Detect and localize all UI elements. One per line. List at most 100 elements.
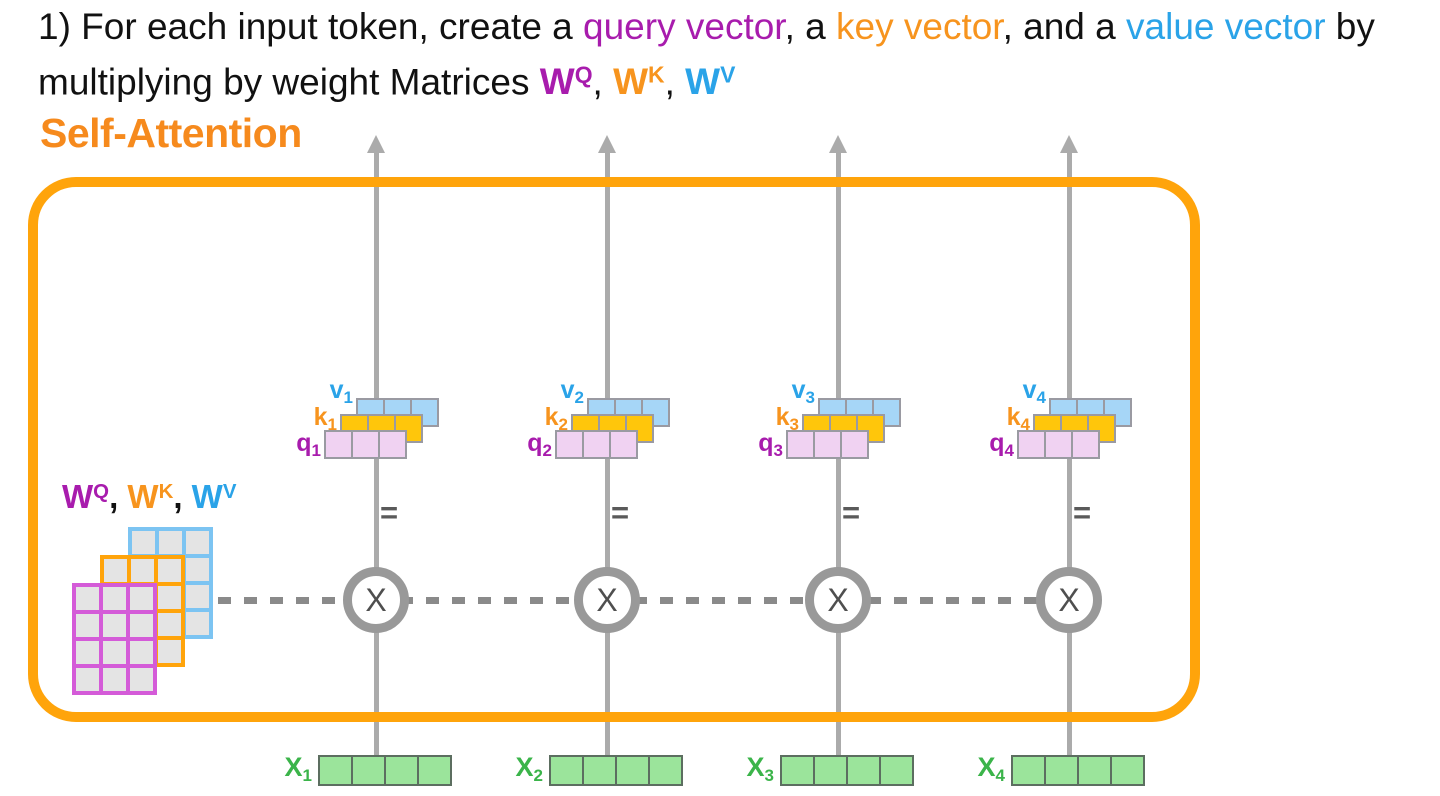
multiply-symbol: X: [827, 581, 849, 618]
vector-cell: [1071, 430, 1100, 459]
input-cell: [648, 755, 683, 786]
matrix-cell: [103, 641, 126, 664]
matrix-cell: [186, 585, 209, 608]
q1-vector-row: [324, 430, 407, 459]
matrix-cell: [76, 668, 99, 691]
qkv-stack-2: v2 k2 q2: [517, 376, 707, 470]
vector-cell: [856, 414, 885, 443]
multiply-circle-4: X: [1036, 567, 1102, 633]
wq-matrix-label: WQ: [62, 478, 110, 515]
column3-arrow-head: [829, 135, 847, 153]
v2-label: v2: [560, 376, 584, 407]
multiply-symbol: X: [596, 581, 618, 618]
input-cell: [582, 755, 617, 786]
q4-vector-row: [1017, 430, 1100, 459]
input-cell: [1044, 755, 1079, 786]
q3-label: q3: [758, 429, 783, 460]
x1-label: X1: [284, 752, 312, 785]
vector-cell: [641, 398, 670, 427]
wq-title-label: WQ: [539, 61, 593, 103]
title-text-4: by multiplying by weight Matrices: [38, 6, 1375, 103]
vector-cell: [351, 430, 380, 459]
matrix-cell: [130, 641, 153, 664]
input-cell: [1110, 755, 1145, 786]
k4-label: k4: [1006, 403, 1030, 434]
q2-label: q2: [527, 429, 552, 460]
q1-label: q1: [296, 429, 321, 460]
input-cell: [549, 755, 584, 786]
matrix-cell: [158, 640, 181, 663]
v3-label: v3: [791, 376, 815, 407]
title-comma-1: ,: [592, 61, 614, 103]
matrix-cell: [76, 587, 99, 610]
input-cell: [615, 755, 650, 786]
wv-matrix-label: WV: [191, 478, 237, 515]
weight-matrices-label: WQ, WK, WV: [62, 478, 236, 516]
qkv-stack-1: v1 k1 q1: [286, 376, 476, 470]
input-cell: [1077, 755, 1112, 786]
input-cell: [879, 755, 914, 786]
value-vector-text: value vector: [1126, 6, 1326, 47]
vector-cell: [1017, 430, 1046, 459]
self-attention-box: [28, 177, 1200, 722]
input-cell: [846, 755, 881, 786]
x1-input-vector: [318, 755, 452, 786]
equals-sign-2: =: [611, 495, 630, 530]
key-vector-text: key vector: [836, 6, 1003, 47]
multiply-symbol: X: [365, 581, 387, 618]
matrix-cell: [158, 586, 181, 609]
qkv-stack-4: v4 k4 q4: [979, 376, 1169, 470]
q2-vector-row: [555, 430, 638, 459]
vector-cell: [582, 430, 611, 459]
matrix-cell: [130, 587, 153, 610]
multiply-dashed-line: [218, 597, 1069, 604]
matrix-cell: [76, 614, 99, 637]
wv-title-label: WV: [685, 61, 736, 103]
x3-label: X3: [746, 752, 774, 785]
query-vector-text: query vector: [583, 6, 785, 47]
multiply-circle-2: X: [574, 567, 640, 633]
wq-matrix-grid: [72, 583, 157, 695]
input-cell: [384, 755, 419, 786]
k3-label: k3: [775, 403, 799, 434]
matrix-cell: [130, 668, 153, 691]
x2-input-vector: [549, 755, 683, 786]
title-comma-2: ,: [664, 61, 686, 103]
qkv-stack-3: v3 k3 q3: [748, 376, 938, 470]
matrix-cell: [131, 559, 154, 582]
v4-label: v4: [1022, 376, 1046, 407]
matrix-cell: [186, 612, 209, 635]
matrix-cell: [159, 531, 182, 554]
input-cell: [780, 755, 815, 786]
title-text-1: 1) For each input token, create a: [38, 6, 584, 47]
title-text-2: , a: [784, 6, 837, 47]
multiply-symbol: X: [1058, 581, 1080, 618]
vector-cell: [609, 430, 638, 459]
column4-arrow-head: [1060, 135, 1078, 153]
matrix-cell: [186, 558, 209, 581]
column2-arrow-head: [598, 135, 616, 153]
slide-title: 1) For each input token, create a query …: [38, 2, 1398, 106]
x4-input-vector: [1011, 755, 1145, 786]
vector-cell: [1044, 430, 1073, 459]
x4-label: X4: [977, 752, 1005, 785]
vector-cell: [378, 430, 407, 459]
matrix-cell: [130, 614, 153, 637]
input-cell: [813, 755, 848, 786]
k2-label: k2: [544, 403, 568, 434]
vector-cell: [786, 430, 815, 459]
column1-arrow-head: [367, 135, 385, 153]
input-cell: [318, 755, 353, 786]
multiply-circle-3: X: [805, 567, 871, 633]
matrix-cell: [158, 613, 181, 636]
vector-cell: [324, 430, 353, 459]
multiply-circle-1: X: [343, 567, 409, 633]
matrix-cell: [104, 559, 127, 582]
equals-sign-3: =: [842, 495, 861, 530]
wk-matrix-label: WK: [127, 478, 174, 515]
input-cell: [417, 755, 452, 786]
input-cell: [351, 755, 386, 786]
self-attention-heading: Self-Attention: [40, 110, 302, 156]
q4-label: q4: [989, 429, 1014, 460]
